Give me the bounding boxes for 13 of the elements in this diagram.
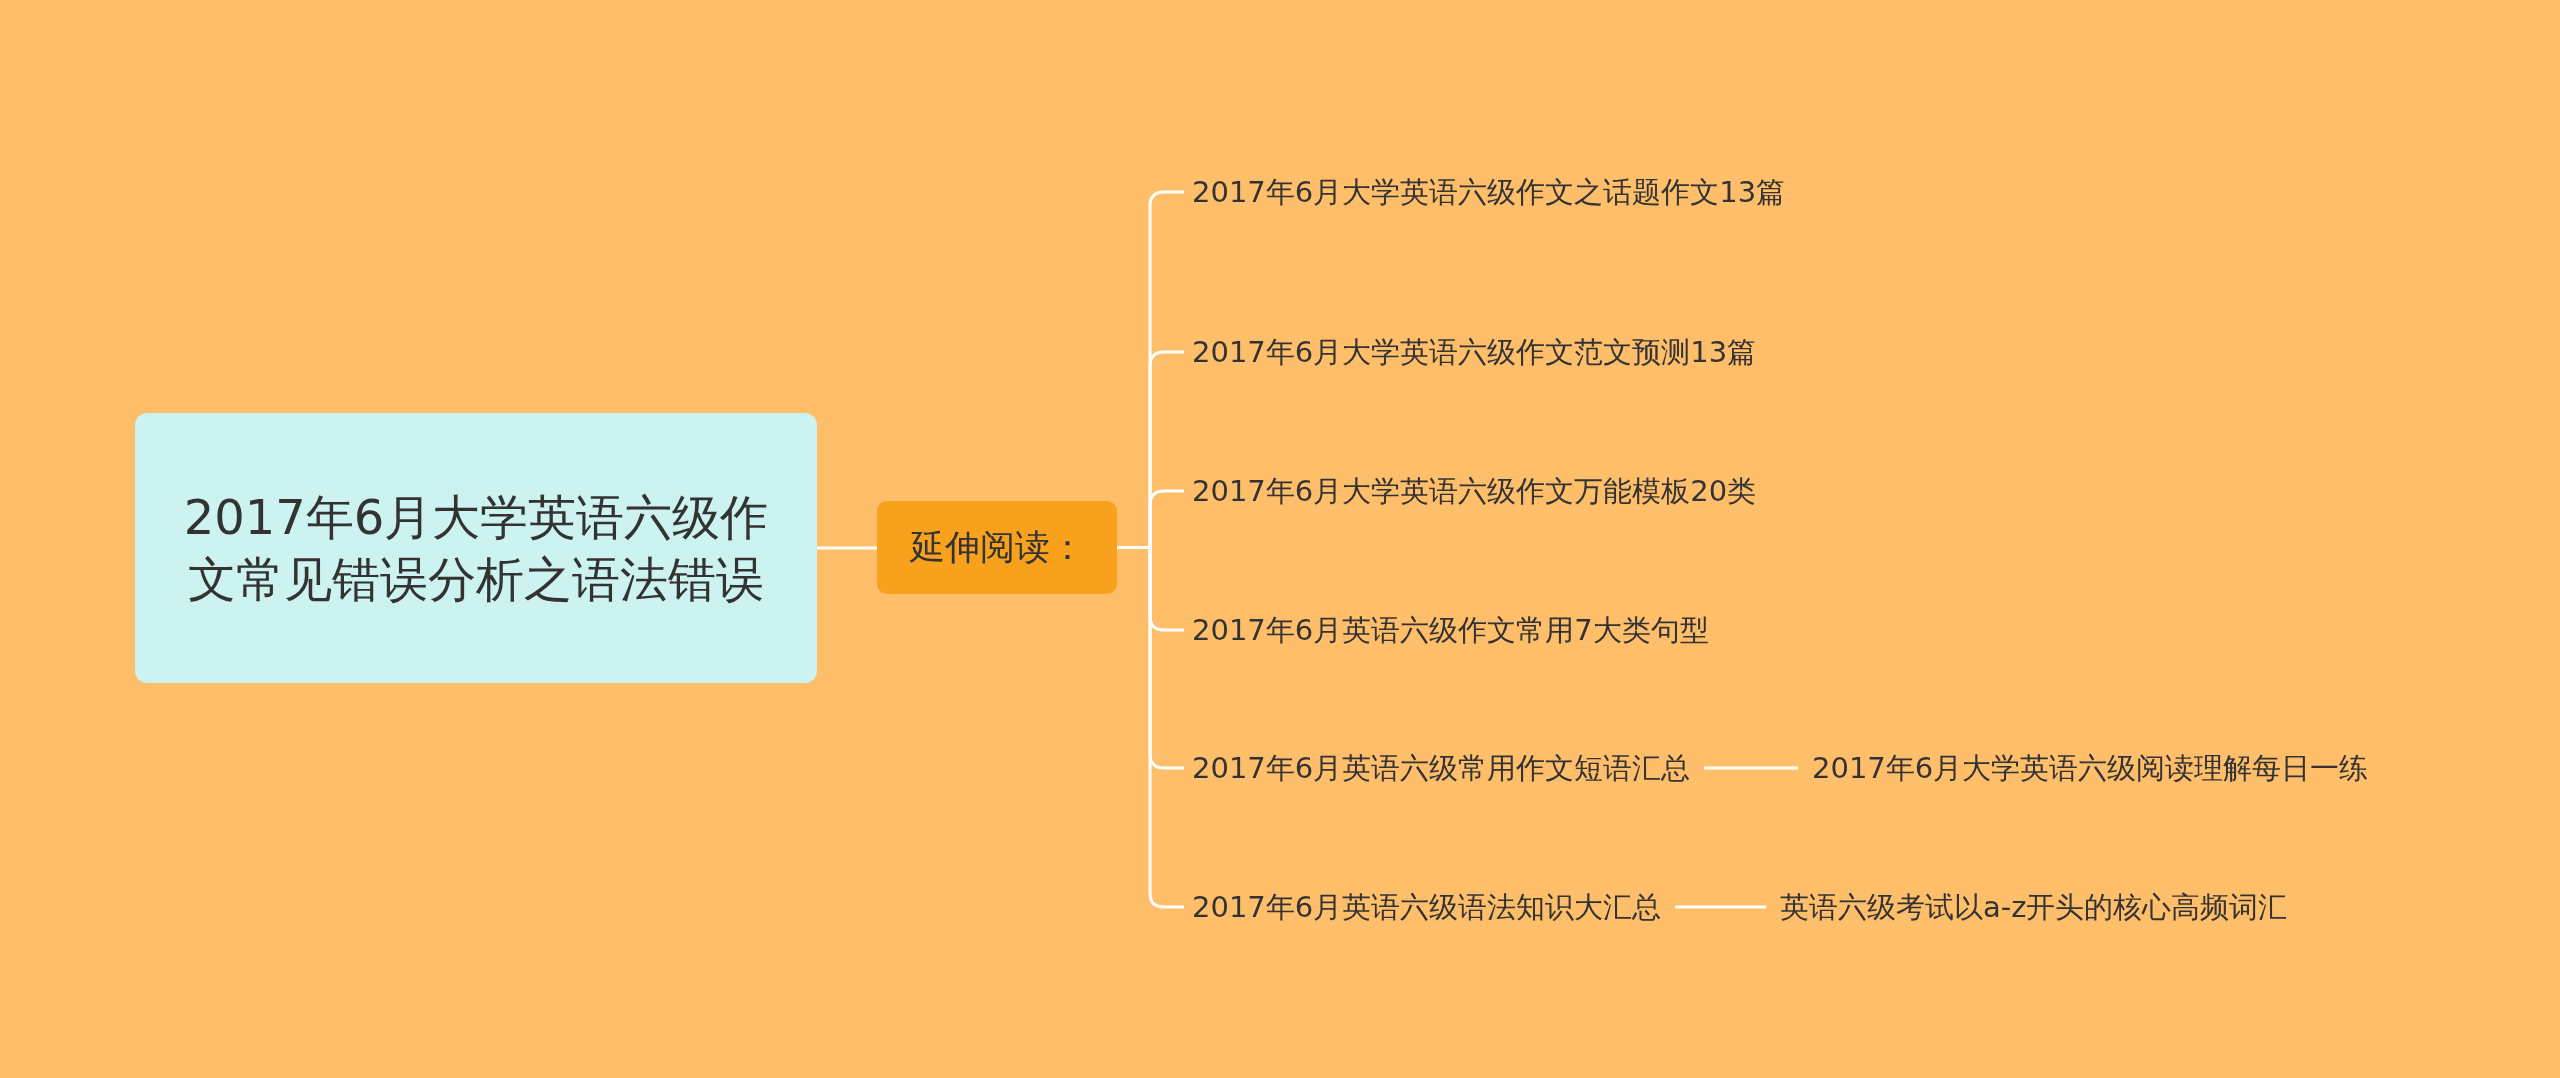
topic-label: 2017年6月英语六级常用作文短语汇总: [1192, 747, 1691, 790]
topic-label: 2017年6月大学英语六级作文之话题作文13篇: [1192, 148, 1786, 236]
connector-line: [1675, 905, 1766, 909]
central-topic-box: 2017年6月大学英语六级作文常见错误分析之语法错误: [135, 413, 817, 683]
branch-topic-box: 延伸阅读：: [877, 501, 1117, 594]
connector-line: [1704, 766, 1798, 770]
topic-label: 2017年6月大学英语六级作文万能模板20类: [1192, 470, 1757, 513]
connector-line: [817, 546, 877, 550]
topic-label: 英语六级考试以a-z开头的核心高频词汇: [1780, 886, 2288, 929]
topic-label: 2017年6月英语六级作文常用7大类句型: [1192, 609, 1709, 652]
topic-label: 2017年6月大学英语六级阅读理解每日一练: [1812, 747, 2369, 790]
topic-label: 2017年6月英语六级语法知识大汇总: [1192, 886, 1662, 929]
topic-label: 2017年6月大学英语六级作文范文预测13篇: [1192, 331, 1757, 374]
